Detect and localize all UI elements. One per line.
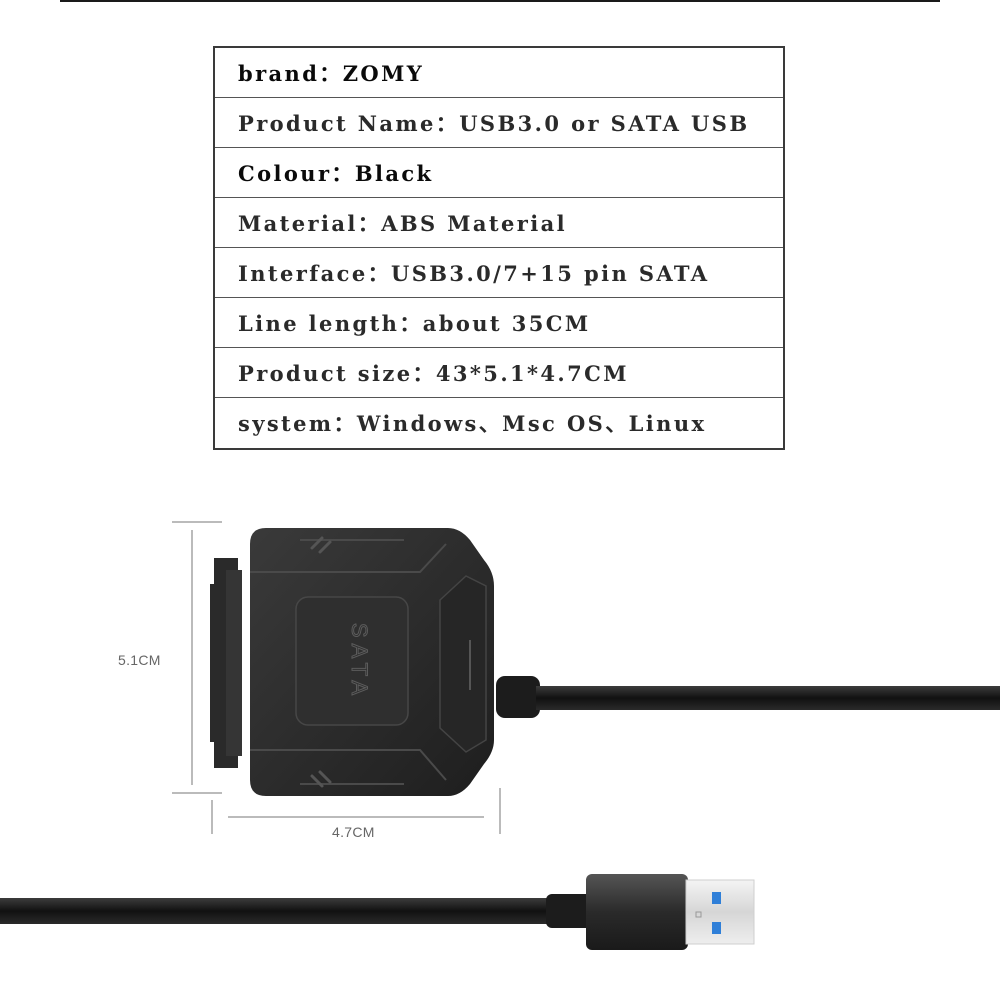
spec-row-product-size: Product size：43*5.1*4.7CM: [215, 348, 783, 398]
top-divider: [60, 0, 940, 2]
upper-cable: [496, 676, 1000, 718]
spec-row-interface: Interface：USB3.0/7+15 pin SATA: [215, 248, 783, 298]
dimension-height-line: [172, 521, 222, 794]
usb-contact-icon: [712, 892, 721, 904]
width-dimension-label: 4.7CM: [332, 824, 375, 840]
adapter-body: [250, 528, 494, 796]
spec-row-material: Material：ABS Material: [215, 198, 783, 248]
height-dimension-label: 5.1CM: [118, 652, 161, 668]
spec-row-brand: brand：ZOMY: [215, 48, 783, 98]
spec-row-product-name: Product Name：USB3.0 or SATA USB: [215, 98, 783, 148]
spec-row-colour: Colour：Black: [215, 148, 783, 198]
spec-row-line-length: Line length：about 35CM: [215, 298, 783, 348]
dimension-width-line: [211, 788, 501, 834]
spec-table: brand：ZOMY Product Name：USB3.0 or SATA U…: [213, 46, 785, 450]
usb-contact-icon: [712, 922, 721, 934]
sata-logo-text: SATA: [347, 623, 372, 701]
lower-cable: [0, 894, 592, 928]
sata-connector: [210, 558, 242, 768]
spec-row-system: system：Windows、Msc OS、Linux: [238, 411, 707, 436]
usb-plug: [586, 874, 755, 950]
